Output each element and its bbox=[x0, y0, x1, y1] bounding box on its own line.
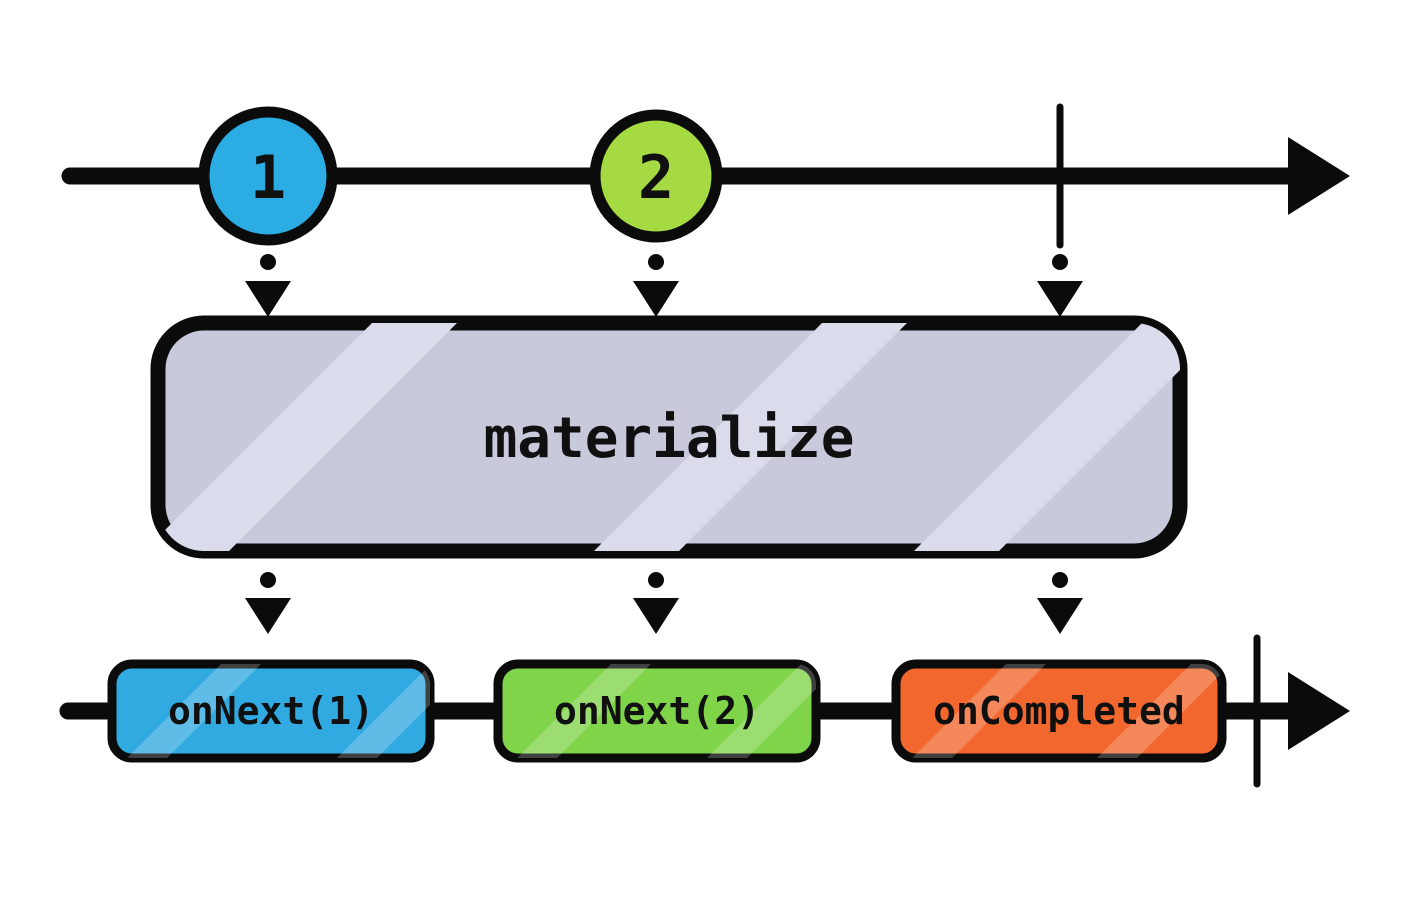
stripe bbox=[158, 323, 470, 551]
oncompleted-box bbox=[891, 659, 1227, 763]
onnext1-label: onNext(1) bbox=[168, 689, 374, 733]
stripe bbox=[1090, 664, 1222, 758]
output-event-onnext-1: onNext(1) bbox=[107, 659, 435, 763]
flow-arrow-dot bbox=[1052, 572, 1068, 588]
stripe bbox=[905, 664, 1055, 758]
stripe bbox=[510, 664, 660, 758]
flow-arrow-input-complete bbox=[1037, 254, 1083, 317]
output-timeline: onNext(1) onNext(2) onCompleted bbox=[59, 634, 1350, 788]
flow-arrow-dot bbox=[648, 254, 664, 270]
flow-arrow-output-2 bbox=[633, 572, 679, 634]
onnext2-stripes bbox=[510, 664, 816, 758]
input-timeline-arrowhead-icon bbox=[1288, 137, 1350, 215]
flow-arrow-dot bbox=[1052, 254, 1068, 270]
flow-arrow-dot bbox=[648, 572, 664, 588]
marble-1-circle bbox=[198, 106, 338, 246]
arrow-down-icon bbox=[245, 598, 291, 634]
arrow-down-icon bbox=[245, 281, 291, 317]
onnext1-stripes bbox=[120, 664, 430, 758]
stripe bbox=[330, 664, 430, 758]
marble-2-circle bbox=[589, 109, 723, 243]
arrow-down-icon bbox=[1037, 281, 1083, 317]
flow-arrow-dot bbox=[260, 254, 276, 270]
marble-1-label: 1 bbox=[250, 143, 286, 213]
oncompleted-label: onCompleted bbox=[933, 689, 1185, 733]
flow-arrow-output-complete bbox=[1037, 572, 1083, 634]
stripe bbox=[900, 323, 1180, 551]
flow-arrow-input-2 bbox=[633, 254, 679, 317]
input-event-marble-1: 1 bbox=[198, 106, 338, 246]
arrow-down-icon bbox=[633, 281, 679, 317]
flow-arrows-into-operator bbox=[245, 254, 1083, 317]
output-event-oncompleted: onCompleted bbox=[891, 659, 1227, 763]
stripe bbox=[120, 664, 270, 758]
flow-arrow-dot bbox=[260, 572, 276, 588]
operator-box-stripes bbox=[158, 323, 1180, 551]
flow-arrow-input-1 bbox=[245, 254, 291, 317]
oncompleted-stripes bbox=[905, 664, 1222, 758]
input-event-marble-2: 2 bbox=[589, 109, 723, 243]
stripe bbox=[700, 664, 816, 758]
arrow-down-icon bbox=[633, 598, 679, 634]
onnext2-box bbox=[493, 659, 821, 763]
marble-2-label: 2 bbox=[638, 143, 674, 213]
flow-arrow-output-1 bbox=[245, 572, 291, 634]
operator-label: materialize bbox=[484, 406, 855, 471]
onnext2-label: onNext(2) bbox=[554, 689, 760, 733]
input-timeline: 1 2 bbox=[61, 103, 1350, 249]
output-timeline-arrowhead-icon bbox=[1288, 672, 1350, 750]
arrow-down-icon bbox=[1037, 598, 1083, 634]
output-event-onnext-2: onNext(2) bbox=[493, 659, 821, 763]
flow-arrows-out-of-operator bbox=[245, 572, 1083, 634]
operator-box: materialize bbox=[150, 315, 1188, 559]
stripe bbox=[580, 323, 920, 551]
onnext1-box bbox=[107, 659, 435, 763]
